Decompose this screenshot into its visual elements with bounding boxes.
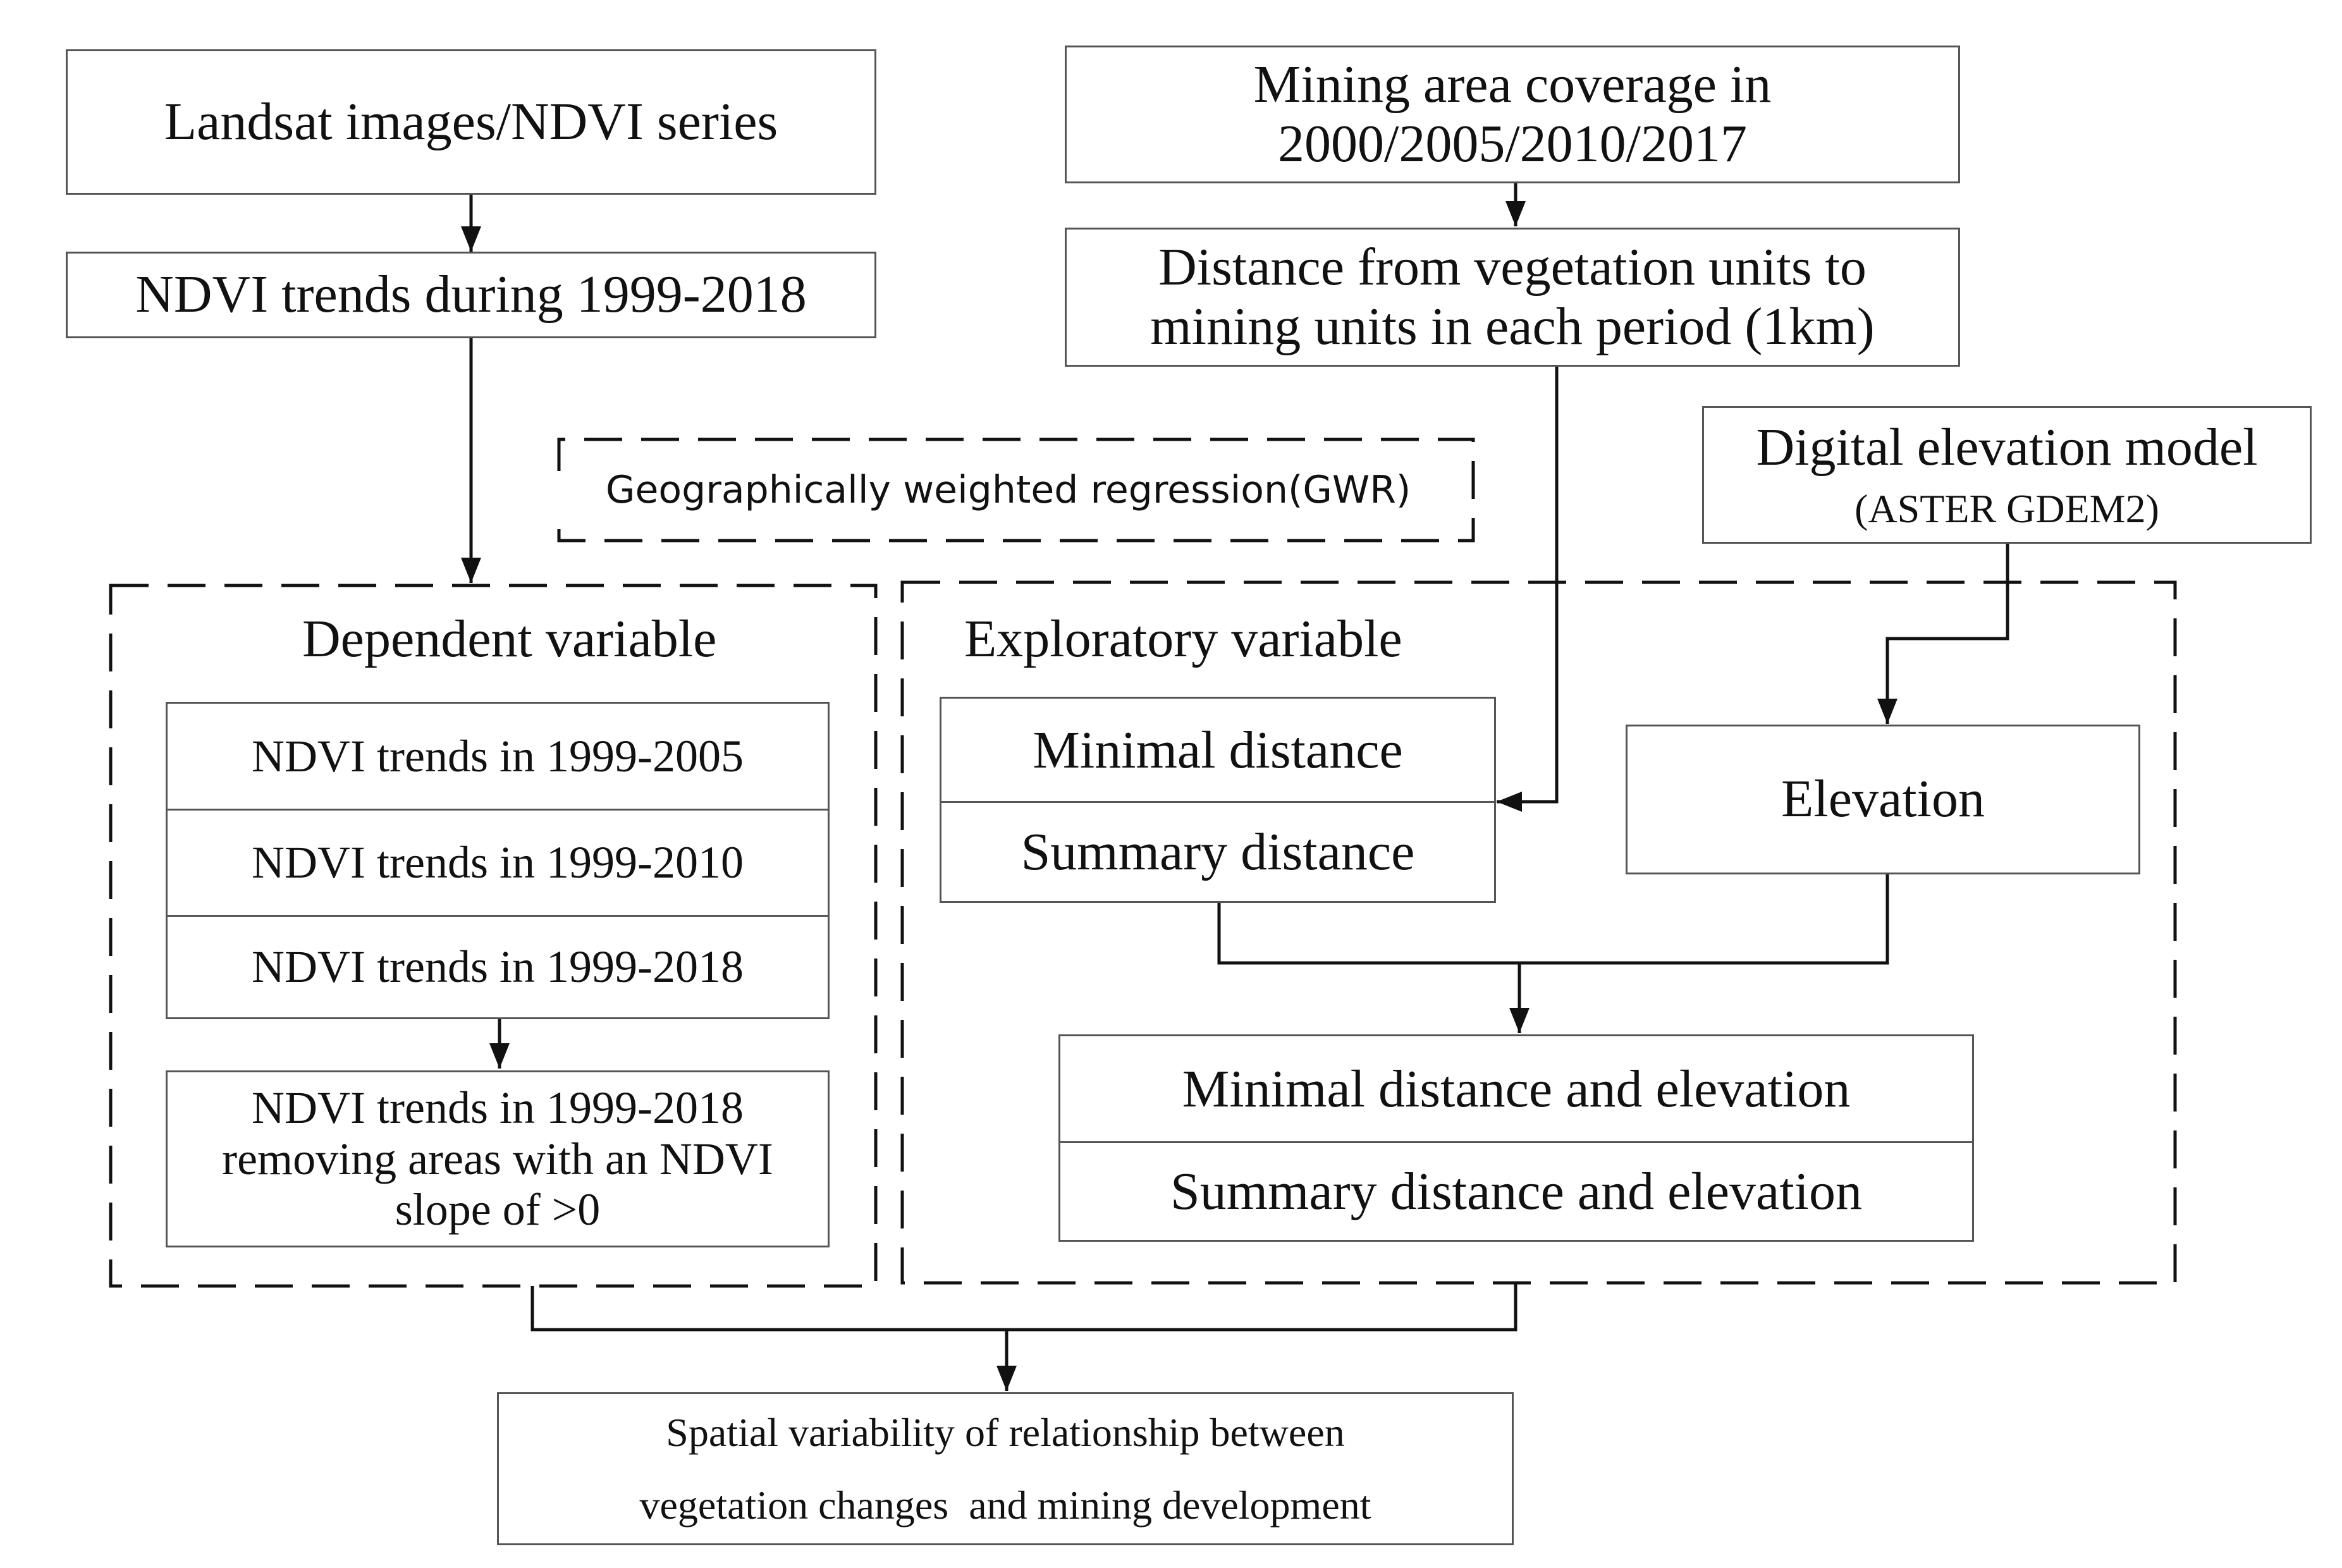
output-box: Spatial variability of relationship betw… bbox=[497, 1392, 1514, 1545]
combo-1-label: Minimal distance and elevation bbox=[1182, 1059, 1851, 1118]
ndvi-trends-box: NDVI trends during 1999-2018 bbox=[66, 252, 876, 338]
summary-distance-cell: Summary distance bbox=[941, 801, 1494, 901]
combo-1-cell: Minimal distance and elevation bbox=[1060, 1036, 1972, 1141]
dependent-title: Dependent variable bbox=[302, 609, 717, 668]
summary-distance-label: Summary distance bbox=[1021, 823, 1415, 881]
dep-2-label: NDVI trends in 1999-2010 bbox=[252, 837, 744, 888]
distance-stack: Minimal distance Summary distance bbox=[940, 697, 1496, 903]
line-groups-combine bbox=[530, 1283, 1517, 1332]
dem-title: Digital elevation model bbox=[1756, 418, 2258, 477]
dependent-group-frame bbox=[109, 584, 878, 1288]
dep-cell-2: NDVI trends in 1999-2010 bbox=[168, 809, 828, 915]
dependent-stack: NDVI trends in 1999-2005 NDVI trends in … bbox=[166, 702, 830, 1019]
arrow-dem-to-elevation bbox=[1877, 544, 2009, 724]
exploratory-title: Exploratory variable bbox=[964, 609, 1402, 668]
dep-3-label: NDVI trends in 1999-2018 bbox=[252, 941, 744, 992]
line-distance-combine bbox=[1217, 874, 1889, 965]
output-line2: vegetation changes and mining developmen… bbox=[639, 1483, 1371, 1528]
landsat-box: Landsat images/NDVI series bbox=[66, 49, 876, 195]
elevation-label: Elevation bbox=[1781, 769, 1985, 829]
elevation-box: Elevation bbox=[1626, 725, 2140, 874]
mining-coverage-box: Mining area coverage in 2000/2005/2010/2… bbox=[1065, 46, 1960, 183]
combo-2-label: Summary distance and elevation bbox=[1170, 1162, 1862, 1221]
output-line1: Spatial variability of relationship betw… bbox=[666, 1409, 1345, 1455]
combo-stack: Minimal distance and elevation Summary d… bbox=[1058, 1034, 1974, 1242]
distance-box: Distance from vegetation units to mining… bbox=[1065, 228, 1960, 367]
combo-2-cell: Summary distance and elevation bbox=[1060, 1141, 1972, 1240]
arrow-distance-to-minimal bbox=[1497, 367, 1559, 812]
dep-4-line2: removing areas with an NDVI bbox=[222, 1133, 773, 1184]
minimal-distance-label: Minimal distance bbox=[1033, 720, 1403, 780]
gwr-frame bbox=[557, 438, 1475, 542]
distance-line2: mining units in each period (1km) bbox=[1150, 297, 1875, 356]
landsat-label: Landsat images/NDVI series bbox=[164, 92, 778, 151]
dep-4-line1: NDVI trends in 1999-2018 bbox=[252, 1082, 744, 1134]
dep-removed-box: NDVI trends in 1999-2018 removing areas … bbox=[166, 1070, 830, 1247]
gwr-label: Geographically weighted regression(GWR) bbox=[606, 468, 1411, 512]
mining-coverage-line2: 2000/2005/2010/2017 bbox=[1277, 114, 1747, 173]
minimal-distance-cell: Minimal distance bbox=[941, 699, 1494, 801]
dep-4-line3: slope of >0 bbox=[395, 1184, 601, 1235]
dem-box: Digital elevation model (ASTER GDEM2) bbox=[1702, 406, 2312, 544]
ndvi-trends-label: NDVI trends during 1999-2018 bbox=[135, 265, 807, 324]
dem-subtitle: (ASTER GDEM2) bbox=[1855, 486, 2159, 532]
exploratory-group-frame bbox=[900, 580, 2177, 1285]
dep-1-label: NDVI trends in 1999-2005 bbox=[252, 730, 744, 781]
mining-coverage-line1: Mining area coverage in bbox=[1253, 54, 1772, 114]
dep-cell-1: NDVI trends in 1999-2005 bbox=[168, 704, 828, 809]
dep-cell-3: NDVI trends in 1999-2018 bbox=[168, 915, 828, 1017]
distance-line1: Distance from vegetation units to bbox=[1158, 237, 1867, 297]
